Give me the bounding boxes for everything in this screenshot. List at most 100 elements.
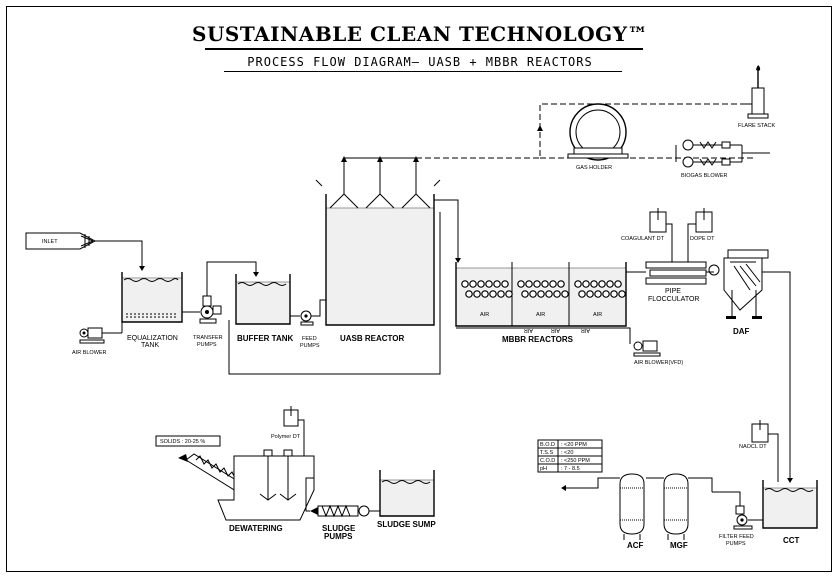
naocl-dosing-tank: [751, 420, 779, 482]
quality-value-ph: : 7 - 8.5: [561, 466, 580, 472]
bio-media-carrier: [537, 290, 545, 298]
bio-media-carrier: [541, 280, 549, 288]
bio-media-carrier: [505, 290, 513, 298]
feed-pumps-label-1: FEED: [302, 336, 317, 342]
daf-to-cct-pipe: [762, 271, 791, 482]
naocl-dt-label: NAOCL DT: [739, 444, 767, 450]
air-blower-label: AIR BLOWER: [72, 350, 107, 356]
bio-media-carrier: [517, 280, 525, 288]
air-label-4: AIR: [524, 327, 533, 333]
polymer-dosing-tank: [283, 406, 305, 456]
transfer-pumps-label-2: PUMPS: [197, 342, 217, 348]
coagulant-dt-label: COAGULANT DT: [621, 236, 665, 242]
bio-media-carrier: [533, 280, 541, 288]
uasb-reactor: [315, 156, 441, 326]
quality-value-tss: : <20: [561, 450, 573, 456]
dope-dt-label: DOPE DT: [690, 236, 715, 242]
title-underline: [205, 48, 643, 50]
acf-label: ACF: [627, 541, 644, 550]
mgf-filter: [663, 473, 689, 540]
gas-holder: [567, 103, 629, 161]
dope-dosing-tank: [687, 208, 713, 262]
quality-param-ph: pH: [540, 466, 547, 472]
quality-value-bod: : <20 PPM: [561, 442, 587, 448]
sludge-pump: [310, 504, 370, 518]
acf-filter: [619, 473, 645, 540]
dewatering-unit: [217, 449, 315, 521]
bio-media-carrier: [582, 280, 590, 288]
air-blower-vfd: [633, 340, 661, 357]
bio-media-carrier: [549, 280, 557, 288]
transfer-pipe: [206, 261, 257, 296]
mbbr-media: [461, 280, 626, 298]
mbbr-air-label-1: AIR: [480, 312, 489, 318]
treated-water-quality-table: [537, 439, 603, 473]
bio-media-carrier: [578, 290, 586, 298]
bio-media-carrier: [529, 290, 537, 298]
feed-pump: [300, 310, 314, 326]
bio-media-carrier: [493, 280, 501, 288]
quality-value-cod: : <250 PPM: [561, 458, 590, 464]
page-subtitle: PROCESS FLOW DIAGRAM— UASB + MBBR REACTO…: [247, 55, 593, 69]
pipe-flocculator-label-1: PIPE: [665, 288, 681, 295]
bio-media-carrier: [545, 290, 553, 298]
inlet-arrow: [25, 232, 97, 250]
cct-label: CCT: [783, 536, 800, 545]
subtitle-underline: [224, 71, 622, 72]
bio-media-carrier: [574, 280, 582, 288]
bio-media-carrier: [606, 280, 614, 288]
gas-holder-label: GAS HOLDER: [576, 165, 612, 171]
biogas-line: [416, 103, 760, 159]
buffer-tank-label: BUFFER TANK: [237, 334, 294, 343]
bio-media-carrier: [614, 280, 622, 288]
buffer-tank: [235, 274, 291, 325]
bio-media-carrier: [473, 290, 481, 298]
solids-label: SOLIDS : 20-25 %: [160, 439, 205, 445]
filter-feed-pump: [733, 505, 753, 530]
sludge-pumps-label-2: PUMPS: [324, 532, 353, 541]
recirculation-pipe: [228, 212, 441, 375]
bio-media-carrier: [469, 280, 477, 288]
flare-stack: [746, 65, 769, 119]
sludge-sump-label: SLUDGE SUMP: [377, 520, 436, 529]
bio-media-carrier: [610, 290, 618, 298]
equalization-label-1: EQUALIZATION: [127, 335, 178, 342]
inlet-label: INLET: [42, 239, 58, 245]
feed-pumps-label-2: PUMPS: [300, 343, 320, 349]
daf-label: DAF: [733, 327, 750, 336]
mbbr-air-label-2: AIR: [536, 312, 545, 318]
bio-media-carrier: [497, 290, 505, 298]
bio-media-carrier: [557, 280, 565, 288]
quality-param-cod: C.O.D: [540, 458, 555, 464]
biogas-blowers: [675, 139, 770, 168]
drawing-frame: [6, 6, 832, 572]
transfer-pump: [199, 295, 222, 324]
solids-box: [155, 435, 221, 447]
bio-media-carrier: [485, 280, 493, 288]
pipe-flocculator: [645, 261, 707, 285]
air-blower-eq: [79, 316, 123, 344]
mgf-label: MGF: [670, 541, 688, 550]
biogas-blower-label: BIOGAS BLOWER: [681, 173, 727, 179]
air-label-5: AIR: [551, 327, 560, 333]
bio-media-carrier: [594, 290, 602, 298]
uasb-to-mbbr-pipe: [434, 199, 459, 262]
bio-media-carrier: [590, 280, 598, 288]
bio-media-carrier: [561, 290, 569, 298]
bio-media-carrier: [586, 290, 594, 298]
inlet-pipe: [95, 240, 143, 270]
quality-param-tss: T.S.S: [540, 450, 553, 456]
bio-media-carrier: [489, 290, 497, 298]
equalization-label-2: TANK: [141, 342, 159, 349]
transfer-pumps-label-1: TRANSFER: [193, 335, 223, 341]
daf-unit: [706, 249, 769, 319]
bio-media-carrier: [553, 290, 561, 298]
filter-feed-pumps-label-1: FILTER FEED: [719, 534, 754, 540]
uasb-reactor-label: UASB REACTOR: [340, 334, 405, 343]
page-title: SUSTAINABLE CLEAN TECHNOLOGY™: [192, 22, 648, 46]
sludge-sump: [379, 470, 435, 517]
cct-tank: [762, 480, 818, 529]
bio-media-carrier: [521, 290, 529, 298]
air-label-6: AIR: [581, 327, 590, 333]
